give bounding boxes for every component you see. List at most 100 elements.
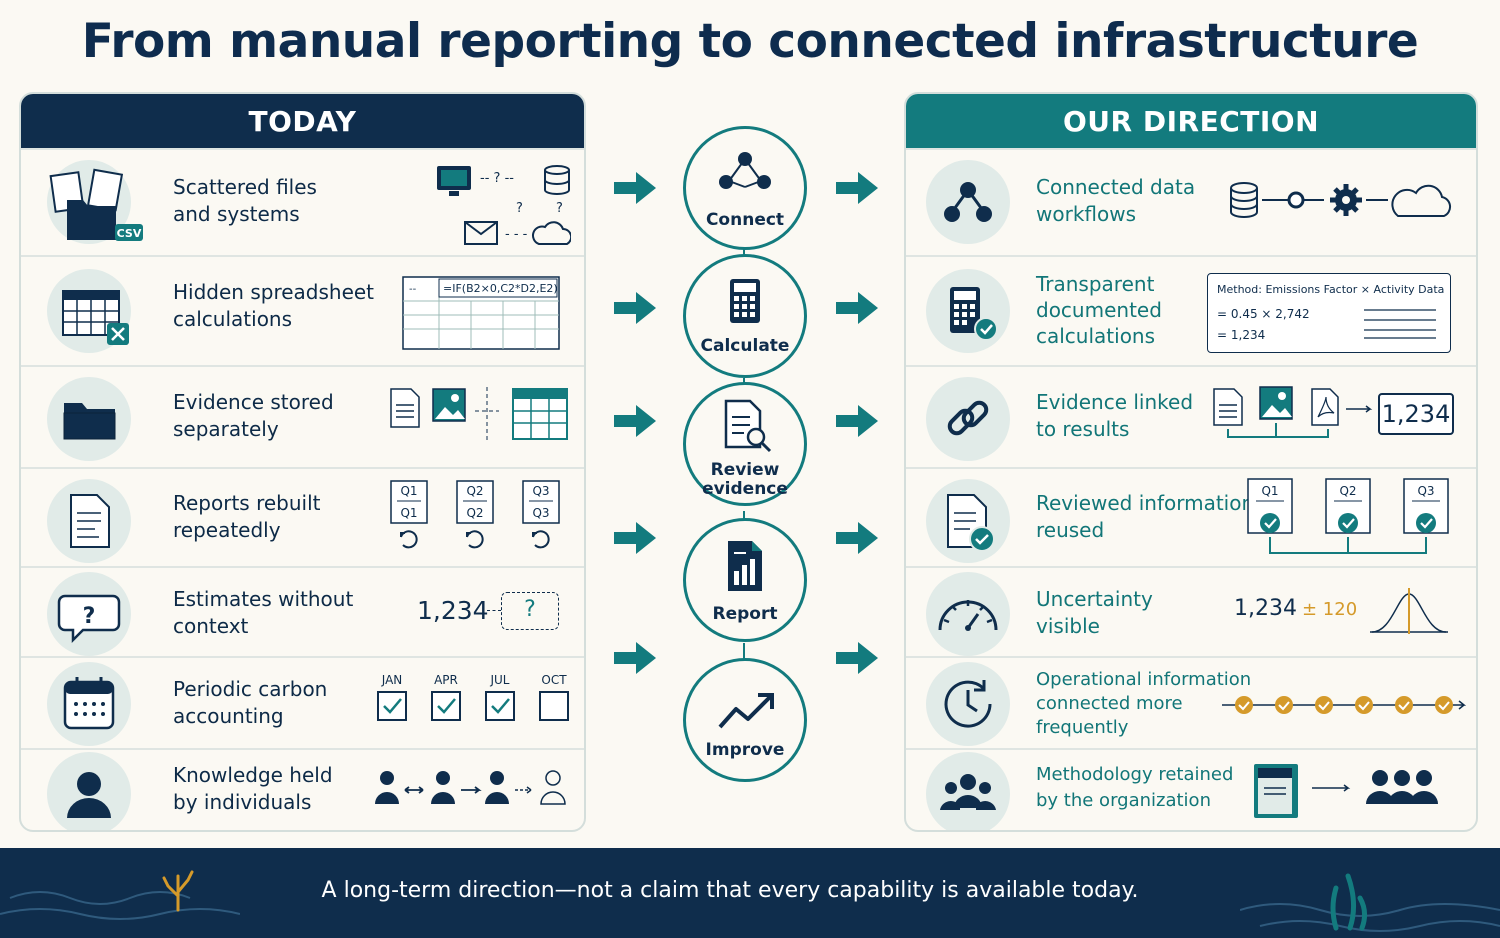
flow-node-improve[interactable]: Improve xyxy=(683,658,807,782)
flow-node-report[interactable]: Report xyxy=(683,518,807,642)
node-label: Connect xyxy=(705,210,785,230)
row-label-line1: Reviewed information xyxy=(1036,491,1255,515)
today-heading: TODAY xyxy=(21,94,584,148)
svg-text:?: ? xyxy=(83,604,96,629)
row-label-line3: frequently xyxy=(1036,717,1129,738)
reviewed-quarters-reused: Q1 Q2 Q3 xyxy=(1247,478,1449,554)
connected-workflow-pipeline xyxy=(1230,182,1452,218)
direction-panel: OUR DIRECTION Connected data workflows xyxy=(904,92,1478,832)
svg-text:Q2: Q2 xyxy=(1339,484,1356,498)
formula-text: =IF(B2×0,C2*D2,E2) xyxy=(443,282,558,295)
row-label-line2: and systems xyxy=(173,202,300,226)
linked-result-value: 1,234 xyxy=(1378,393,1454,435)
flow-node-calculate[interactable]: Calculate xyxy=(683,254,807,378)
knowledge-handoff-people xyxy=(375,770,566,805)
footer-disclaimer: A long-term direction—not a claim that e… xyxy=(321,878,1139,903)
document-search-icon xyxy=(724,399,772,453)
arrow-right-icon xyxy=(836,172,878,204)
today-row-reports: Reports rebuilt repeatedly Q1 Q1 Q2 Q2 Q… xyxy=(21,467,584,566)
direction-row-operational: Operational information connected more f… xyxy=(906,656,1476,748)
hidden-formula-sheet: =IF(B2×0,C2*D2,E2) -- xyxy=(402,276,560,350)
direction-row-reviewed: Reviewed information reused Q1 Q2 Q3 xyxy=(906,467,1476,566)
flow-node-connect[interactable]: Connect xyxy=(683,126,807,250)
row-label-line2: separately xyxy=(173,417,279,441)
row-label-line3: calculations xyxy=(1036,324,1156,348)
node-label: Calculate xyxy=(700,336,790,356)
today-row-evidence: Evidence stored separately xyxy=(21,365,584,467)
row-label-line1: Hidden spreadsheet xyxy=(173,280,375,304)
document-check-icon xyxy=(926,479,1010,563)
row-label-line1: Evidence linked xyxy=(1036,390,1194,414)
row-label-line1: Methodology retained xyxy=(1036,764,1234,785)
svg-text:Q1: Q1 xyxy=(400,484,417,498)
row-label-line2: to results xyxy=(1036,417,1130,441)
row-label-line1: Evidence stored xyxy=(173,390,334,414)
svg-text:-- ? --: -- ? -- xyxy=(480,171,514,186)
waves-coral-decoration xyxy=(0,870,240,920)
svg-text:--: -- xyxy=(409,284,417,295)
direction-row-connected-data: Connected data workflows xyxy=(906,148,1476,255)
node-label-line2: evidence xyxy=(702,479,788,499)
direction-row-uncertainty: Uncertainty visible 1,234 ± 120 xyxy=(906,566,1476,656)
svg-text:?: ? xyxy=(516,201,523,216)
svg-text:- - -: - - - xyxy=(505,227,528,242)
row-label-line1: Knowledge held xyxy=(173,763,333,787)
network-nodes-icon xyxy=(719,152,771,189)
node-label-line1: Review xyxy=(710,460,780,480)
today-row-periodic: Periodic carbon accounting JAN APR JUL O… xyxy=(21,656,584,748)
calc-line-2: = 1,234 xyxy=(1217,328,1266,342)
uncertainty-value: 1,234 xyxy=(1234,596,1297,621)
row-label-line2: repeatedly xyxy=(173,518,281,542)
svg-text:Q3: Q3 xyxy=(532,506,549,520)
row-label-line1: Operational information xyxy=(1036,669,1252,690)
svg-text:JAN: JAN xyxy=(381,673,403,687)
link-icon xyxy=(926,377,1010,461)
distribution-curve-icon xyxy=(1370,588,1448,634)
trend-up-icon xyxy=(718,693,774,729)
calculator-check-icon xyxy=(926,269,1010,353)
row-label-line1: Scattered files xyxy=(173,175,317,199)
arrow-right-icon xyxy=(614,405,656,437)
node-label: Improve xyxy=(705,740,785,760)
today-row-spreadsheet: Hidden spreadsheet calculations =IF(B2×0… xyxy=(21,255,584,365)
row-label-line1: Periodic carbon xyxy=(173,677,328,701)
node-label: Report xyxy=(712,604,778,624)
frequent-checkpoints-timeline xyxy=(1222,696,1467,714)
estimate-value: 1,234 xyxy=(417,596,489,625)
today-row-scattered-files: CSV Scattered files and systems -- ? -- … xyxy=(21,148,584,255)
clock-refresh-icon xyxy=(926,662,1010,746)
scattered-systems-icon: -- ? -- ?? - - - xyxy=(437,165,571,245)
svg-text:Q1: Q1 xyxy=(1261,484,1278,498)
folder-icon xyxy=(47,377,131,461)
today-panel: TODAY CSV Scattered files and systems --… xyxy=(19,92,586,832)
quarterly-checkboxes: JAN APR JUL OCT xyxy=(377,673,569,721)
arrow-right-icon xyxy=(614,642,656,674)
arrow-right-icon xyxy=(614,172,656,204)
svg-text:JUL: JUL xyxy=(489,673,509,687)
csv-badge: CSV xyxy=(117,227,142,240)
calculator-icon xyxy=(730,279,760,323)
row-label-line2: by the organization xyxy=(1036,790,1211,811)
linked-evidence-files xyxy=(1213,386,1373,438)
method-card: Method: Emissions Factor × Activity Data… xyxy=(1207,273,1451,353)
calc-line-1: = 0.45 × 2,742 xyxy=(1217,307,1310,321)
document-icon xyxy=(47,479,131,563)
svg-text:Q2: Q2 xyxy=(466,484,483,498)
row-label-line1: Transparent xyxy=(1036,272,1155,296)
row-label-line2: context xyxy=(173,614,249,638)
svg-text:Q3: Q3 xyxy=(532,484,549,498)
person-icon xyxy=(47,752,131,830)
calendar-icon xyxy=(47,662,131,746)
svg-text:?: ? xyxy=(556,201,563,216)
direction-heading: OUR DIRECTION xyxy=(906,94,1476,148)
row-label-line2: visible xyxy=(1036,614,1100,638)
report-chart-icon xyxy=(728,541,762,591)
row-label-line2: by individuals xyxy=(173,790,312,814)
row-label-line1: Estimates without xyxy=(173,587,354,611)
row-label-line1: Connected data xyxy=(1036,175,1196,199)
row-label-line1: Reports rebuilt xyxy=(173,491,321,515)
flow-node-review-evidence[interactable]: Review evidence xyxy=(683,382,807,506)
footer-banner: A long-term direction—not a claim that e… xyxy=(0,848,1500,938)
today-row-knowledge: Knowledge held by individuals xyxy=(21,748,584,830)
page-title: From manual reporting to connected infra… xyxy=(81,14,1419,69)
